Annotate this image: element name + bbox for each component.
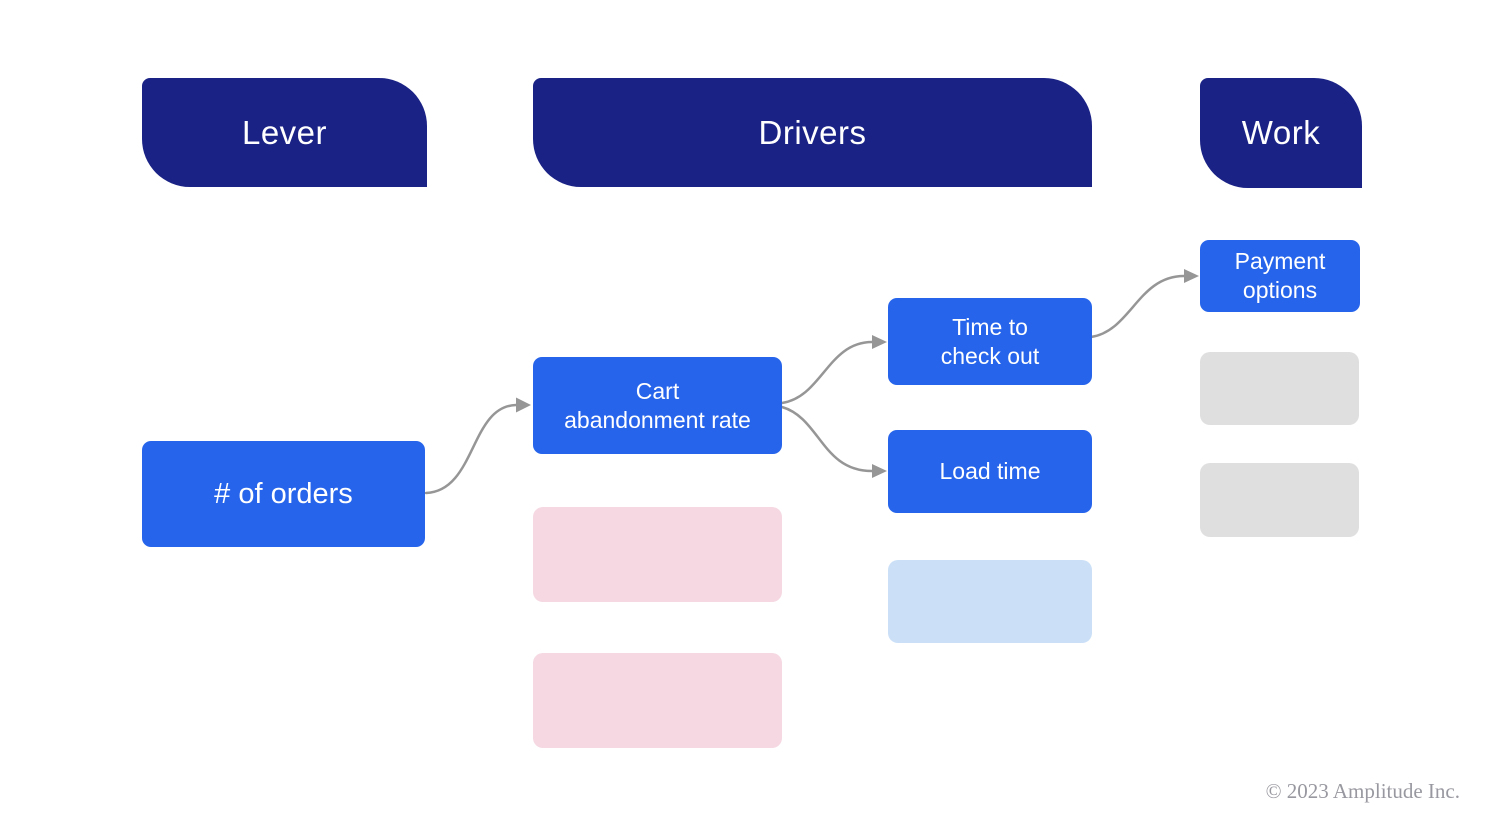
node-label-line: Payment <box>1234 248 1326 275</box>
placeholder-box-pink-1 <box>533 507 782 602</box>
placeholder-box-light-blue <box>888 560 1092 643</box>
copyright-notice: © 2023 Amplitude Inc. <box>1265 779 1460 803</box>
node-payment-options: Payment options <box>1200 240 1360 312</box>
column-header-drivers: Drivers <box>533 78 1092 187</box>
column-header-work: Work <box>1200 78 1362 188</box>
connector-orders-to-cart <box>424 403 518 495</box>
node-label-line: abandonment rate <box>564 406 751 433</box>
arrowhead-checkout-to-payment <box>1184 269 1199 283</box>
placeholder-box-gray-2 <box>1200 463 1359 537</box>
node-label: Load time <box>939 458 1041 485</box>
arrowhead-cart-to-load-time <box>872 464 887 478</box>
node-number-of-orders: # of orders <box>142 441 425 547</box>
node-label-line: check out <box>940 342 1040 369</box>
arrowhead-orders-to-cart <box>516 397 531 413</box>
column-header-lever-label: Lever <box>241 113 328 151</box>
connector-cart-to-load-time <box>780 405 874 473</box>
connector-cart-to-checkout <box>780 340 874 405</box>
placeholder-box-gray-1 <box>1200 352 1359 425</box>
node-label-line: Cart <box>635 377 680 404</box>
node-time-to-check-out: Time to check out <box>888 298 1092 385</box>
node-label: # of orders <box>214 477 353 510</box>
column-header-lever: Lever <box>142 78 427 187</box>
node-cart-abandonment-rate: Cart abandonment rate <box>533 357 782 454</box>
placeholder-box-pink-2 <box>533 653 782 748</box>
node-label-line: options <box>1242 277 1318 303</box>
column-header-work-label: Work <box>1241 114 1321 151</box>
node-load-time: Load time <box>888 430 1092 513</box>
column-header-drivers-label: Drivers <box>758 113 867 151</box>
connector-checkout-to-payment <box>1089 274 1186 339</box>
node-label-line: Time to <box>952 313 1028 340</box>
arrowhead-cart-to-checkout <box>872 335 887 349</box>
